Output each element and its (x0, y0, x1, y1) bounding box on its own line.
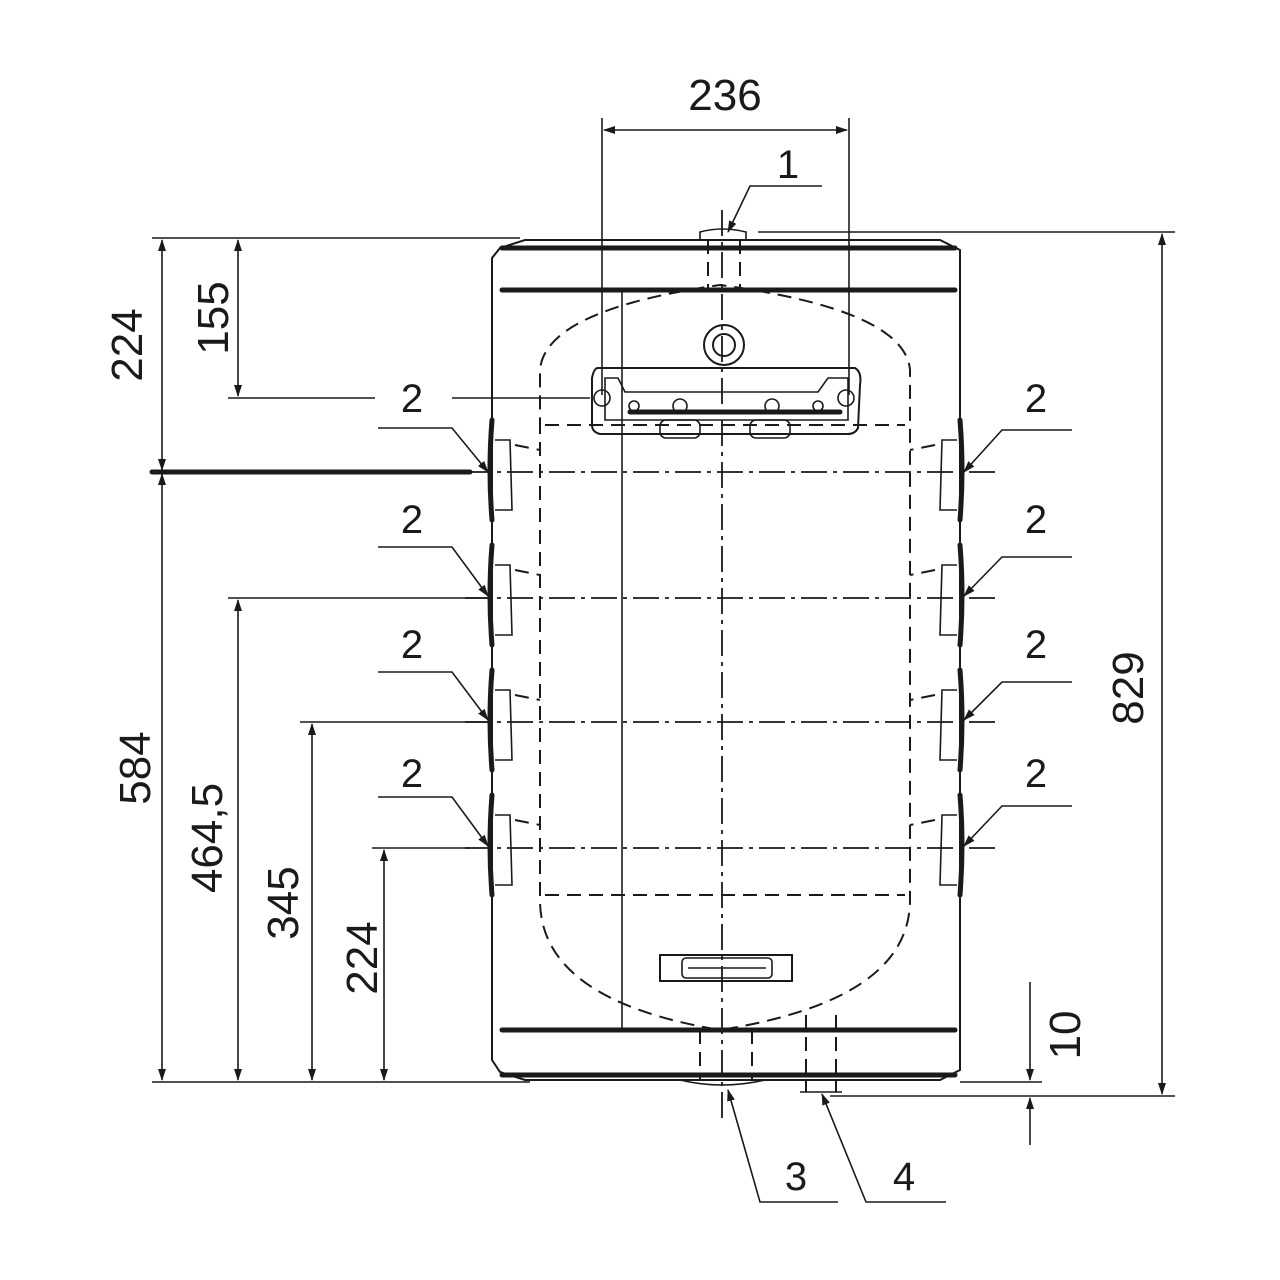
dim-224-top-label: 224 (103, 308, 152, 381)
callout-2-left-4-label: 2 (401, 752, 423, 796)
plate-hole-3 (672, 398, 688, 414)
plate-hole-6 (837, 389, 855, 407)
top-connection-ring-outer (703, 324, 745, 366)
bracket-left-3 (487, 667, 495, 773)
callout-1-label: 1 (777, 143, 799, 187)
callout-2-right-2-label: 2 (1025, 498, 1047, 542)
bracket-right-3-in (939, 689, 957, 761)
callout-3-leader (727, 1089, 838, 1203)
callout-2-left-3-leader (378, 671, 489, 721)
bracket-right-2 (957, 542, 965, 648)
bracket-left-4-in (495, 814, 513, 886)
callout-2-right-4-label: 2 (1025, 752, 1047, 796)
dim-584-label: 584 (111, 731, 160, 804)
bracket-guide-left (514, 444, 541, 826)
callout-2-left-1-label: 2 (401, 377, 423, 421)
dim-829-label: 829 (1104, 651, 1153, 724)
callout-4-label: 4 (893, 1155, 915, 1199)
callout-2-left-2-leader (378, 546, 489, 597)
top-nozzle (699, 228, 747, 240)
callout-2-right-1-label: 2 (1025, 377, 1047, 421)
bracket-right-3 (957, 667, 965, 773)
callout-2-left-3-label: 2 (401, 623, 423, 667)
bracket-left-1-in (495, 439, 513, 511)
plate-tab-l (659, 419, 701, 439)
mounting-plate (591, 367, 862, 435)
callout-1-leader (727, 185, 822, 233)
plate-tab-r (749, 419, 791, 439)
bracket-right-4-in (939, 814, 957, 886)
dim-464-label: 464,5 (183, 783, 232, 893)
bracket-left-1 (487, 417, 495, 523)
inner-vessel (539, 283, 911, 1032)
dim-155-label: 155 (189, 281, 238, 354)
bracket-right-4 (957, 792, 965, 898)
callout-4-leader (821, 1093, 946, 1203)
bracket-right-1-in (939, 439, 957, 511)
dim-236-label: 236 (688, 71, 761, 120)
tank-body (491, 210, 961, 1120)
bracket-left-2 (487, 542, 495, 648)
dim-224-bottom-label: 224 (338, 921, 387, 994)
bracket-right-2-in (939, 564, 957, 636)
callout-2-right-3-leader (963, 681, 1072, 721)
top-connection-ring-inner (712, 333, 736, 357)
callout-2-right-2-leader (963, 556, 1072, 597)
plate-hole-2 (628, 400, 640, 412)
callout-2-left-1-leader (378, 427, 489, 473)
bracket-left-3-in (495, 689, 513, 761)
callouts: 1 2 2 2 2 2 2 2 2 3 4 (378, 143, 1072, 1203)
callout-2-right-3-label: 2 (1025, 623, 1047, 667)
callout-2-left-4-leader (378, 796, 489, 847)
bracket-right-1 (957, 417, 965, 523)
dimension-lines: 236 224 155 584 464,5 345 224 829 (103, 71, 1175, 1145)
level-lines (465, 471, 1000, 849)
callout-3-label: 3 (785, 1155, 807, 1199)
side-brackets (487, 417, 965, 898)
plate-hole-5 (812, 400, 824, 412)
dim-10-label: 10 (1041, 1011, 1090, 1060)
callout-2-right-4-leader (963, 805, 1072, 847)
callout-2-left-2-label: 2 (401, 498, 423, 542)
callout-2-right-1-leader (963, 429, 1072, 473)
bracket-left-4 (487, 792, 495, 898)
bottom-flange-inner (681, 957, 773, 979)
outlet-nozzle (679, 1079, 766, 1086)
dim-345-label: 345 (259, 866, 308, 939)
bottom-flange (659, 954, 793, 982)
bracket-left-2-in (495, 564, 513, 636)
plate-hole-4 (764, 398, 780, 414)
bracket-guide-right (909, 444, 936, 826)
